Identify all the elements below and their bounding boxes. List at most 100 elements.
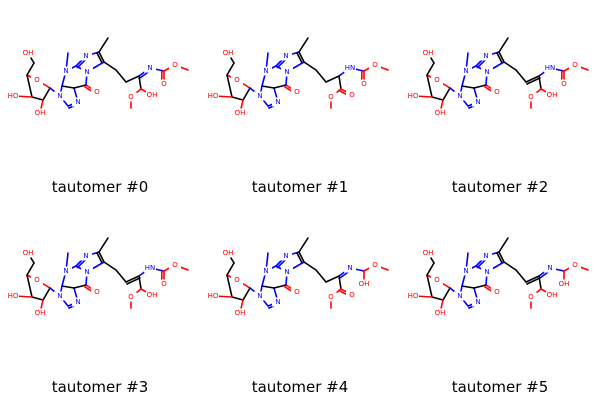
nitrogen-label: N bbox=[484, 68, 489, 76]
double-bond-line bbox=[98, 51, 105, 63]
bond-line bbox=[303, 61, 317, 71]
atom-label-bg bbox=[369, 60, 381, 70]
nitrogen-label: N bbox=[57, 292, 62, 300]
bond-line bbox=[226, 262, 235, 276]
atom-label-bg bbox=[454, 91, 466, 101]
ester-oxygen-label: O bbox=[328, 93, 334, 101]
atom-label-bg bbox=[125, 92, 137, 102]
nitrogen-label: N bbox=[84, 268, 89, 276]
nitrogen-label: N bbox=[283, 252, 288, 260]
atom-label-bg bbox=[7, 91, 19, 101]
atom-label-bg bbox=[346, 290, 358, 300]
atom-label-bg bbox=[222, 48, 234, 58]
oh-label: OH bbox=[35, 109, 46, 117]
atom-label-bg bbox=[81, 67, 93, 77]
ester-oxygen-label: O bbox=[349, 91, 355, 99]
atom-label-bg bbox=[281, 267, 293, 277]
atom-label-bg bbox=[544, 63, 556, 73]
atom-label-bg bbox=[558, 279, 570, 289]
carbonyl-oxygen-label: O bbox=[294, 288, 300, 296]
bond-line bbox=[431, 296, 444, 301]
double-bond-line bbox=[98, 251, 105, 263]
bond-line bbox=[325, 275, 340, 283]
bond-line bbox=[26, 74, 33, 98]
atom-label-bg bbox=[72, 97, 84, 107]
ester-oxygen-label: OH bbox=[547, 291, 558, 299]
ester-oxygen-label: O bbox=[328, 293, 334, 301]
bond-line bbox=[473, 84, 487, 89]
carbonyl-oxygen-label: O bbox=[94, 88, 100, 96]
nitrogen-label: N bbox=[257, 92, 262, 100]
nitrogen-label: N bbox=[75, 298, 80, 306]
atom-label-bg bbox=[325, 292, 337, 302]
double-bond-line bbox=[525, 275, 540, 283]
nitrogen-label: N bbox=[83, 52, 88, 60]
atom-label-bg bbox=[407, 91, 419, 101]
bond-line bbox=[231, 96, 244, 101]
bond-line bbox=[461, 285, 475, 289]
oh-label: OH bbox=[23, 49, 34, 57]
nitrogen-label: N bbox=[463, 67, 468, 75]
atom-label-bg bbox=[125, 292, 137, 302]
ho-label: HO bbox=[408, 92, 419, 100]
bond-line bbox=[442, 87, 451, 101]
atom-label-bg bbox=[254, 291, 266, 301]
amide-nitrogen-label: N bbox=[347, 264, 352, 272]
bond-line bbox=[503, 261, 517, 271]
double-bond-line bbox=[96, 252, 103, 264]
bond-line bbox=[498, 237, 509, 253]
bond-line bbox=[42, 287, 51, 301]
atom-label-bg bbox=[358, 279, 370, 289]
carbonyl-oxygen-label: O bbox=[494, 288, 500, 296]
nitrogen-label: N bbox=[457, 92, 462, 100]
atom-label-bg bbox=[558, 79, 570, 89]
nitrogen-label: N bbox=[284, 268, 289, 276]
atom-label-bg bbox=[31, 75, 43, 85]
atom-label-bg bbox=[280, 251, 292, 261]
atom-label-bg bbox=[325, 92, 337, 102]
atom-label-bg bbox=[481, 267, 493, 277]
bond-line bbox=[26, 62, 35, 76]
nitrogen-label: N bbox=[83, 252, 88, 260]
ho-label: HO bbox=[408, 292, 419, 300]
oh-label: OH bbox=[35, 309, 46, 317]
atom-label-bg bbox=[525, 292, 537, 302]
ho-label: HO bbox=[8, 292, 19, 300]
tautomer-caption: tautomer #3 bbox=[51, 378, 149, 396]
oh-label: OH bbox=[235, 309, 246, 317]
atom-label-bg bbox=[431, 75, 443, 85]
double-bond-line bbox=[125, 275, 140, 283]
oh-label: OH bbox=[23, 249, 34, 257]
atom-label-bg bbox=[346, 90, 358, 100]
atom-label-bg bbox=[454, 291, 466, 301]
atom-label-bg bbox=[422, 248, 434, 258]
atom-label-bg bbox=[91, 287, 103, 297]
nitrogen-label: N bbox=[63, 267, 68, 275]
bond-line bbox=[431, 96, 444, 101]
bond-line bbox=[338, 275, 342, 290]
atom-label-bg bbox=[525, 92, 537, 102]
atom-label-bg bbox=[80, 251, 92, 261]
nitrogen-label: N bbox=[57, 92, 62, 100]
oh-label: OH bbox=[235, 109, 246, 117]
bond-line bbox=[426, 262, 435, 276]
atom-label-bg bbox=[169, 60, 181, 70]
bond-line bbox=[61, 85, 75, 89]
bond-line bbox=[261, 85, 275, 89]
ester-oxygen-label: OH bbox=[147, 91, 158, 99]
nitrogen-label: N bbox=[463, 267, 468, 275]
bond-line bbox=[31, 296, 44, 301]
bond-line bbox=[26, 274, 33, 298]
atom-label-bg bbox=[260, 66, 272, 76]
double-bond-line bbox=[498, 251, 505, 263]
tautomer-caption: tautomer #1 bbox=[251, 178, 349, 196]
atom-label-bg bbox=[31, 275, 43, 285]
ring-oxygen-label: O bbox=[434, 276, 440, 284]
tautomer-caption: tautomer #5 bbox=[451, 378, 549, 396]
carbonyl-oxygen-label: O bbox=[94, 288, 100, 296]
bond-line bbox=[242, 287, 251, 301]
